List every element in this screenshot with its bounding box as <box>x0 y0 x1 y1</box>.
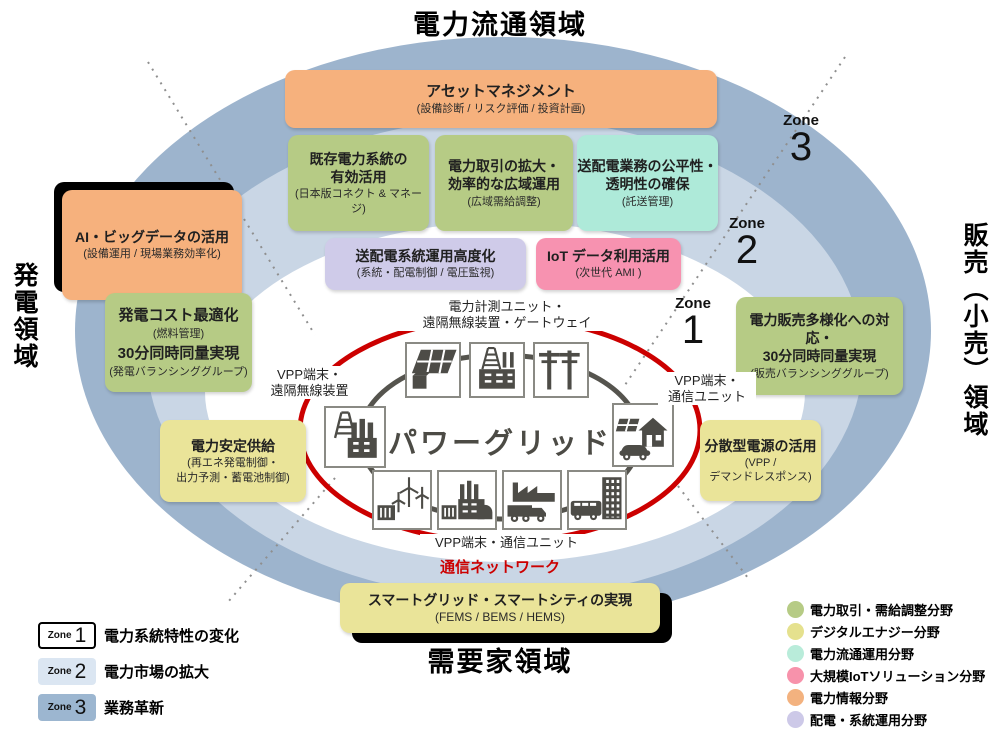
utility-poles-icon <box>533 342 589 398</box>
title-power-distribution-domain: 電力流通領域 <box>413 10 587 40</box>
category-dot-teal <box>787 644 804 662</box>
title-generation-domain: 発電領域 <box>10 262 38 370</box>
label-communication-network: 通信ネットワーク <box>439 559 560 576</box>
label-measurement-gateway: 電力計測ユニット・ 遠隔無線装置・ゲートウェイ <box>398 298 616 332</box>
box-stable-power-supply: 電力安定供給 (再エネ発電制御・ 出力予測・蓄電池制御) <box>160 420 306 502</box>
title-consumer-domain: 需要家領域 <box>427 647 573 677</box>
label-vpp-terminal-bottom: VPP端末・通信ユニット <box>420 534 593 552</box>
label-vpp-terminal-left: VPP端末・ 遠隔無線装置 <box>258 366 361 400</box>
category-legend-row: デジタルエナジー分野 <box>787 622 940 640</box>
zone-legend-row-3: Zone 3 業務革新 <box>38 694 164 721</box>
box-generation-cost-optimization: 発電コスト最適化 (燃料管理) 30分同時同量実現 (発電バランシンググループ) <box>105 293 252 392</box>
title-retail-domain: 販売（小売）領域 <box>960 222 988 438</box>
category-dot-yellow <box>787 622 804 640</box>
box-transmission-fairness: 送配電業務の公平性・ 透明性の確保 (託送管理) <box>577 135 718 231</box>
category-legend-row: 配電・系統運用分野 <box>787 710 927 728</box>
box-asset-management: アセットマネジメント (設備診断 / リスク評価 / 投資計画) <box>285 70 717 128</box>
map-zone-3-label: Zone 3 <box>783 112 819 169</box>
box-sales-diversification: 電力販売多様化への対応・ 30分同時同量実現 (販売バランシンググループ) <box>736 297 903 395</box>
power-station-icon <box>469 342 525 398</box>
factory-truck-icon <box>502 470 562 530</box>
box-trading-expansion: 電力取引の拡大・ 効率的な広域運用 (広域需給調整) <box>435 135 573 231</box>
house-solar-ev-icon <box>612 403 674 467</box>
building-bus-icon <box>567 470 627 530</box>
category-legend-row: 電力取引・需給調整分野 <box>787 600 953 618</box>
transmission-tower-plant-icon <box>324 406 386 468</box>
category-dot-lavender <box>787 710 804 728</box>
map-zone-2-label: Zone 2 <box>729 215 765 272</box>
zone-2-badge: Zone 2 <box>38 658 96 685</box>
power-plant-dome-icon <box>437 470 497 530</box>
box-iot-data-utilization: IoT データ利用活用 (次世代 AMI ) <box>536 238 681 290</box>
box-smart-grid-city: スマートグリッド・スマートシティの実現 (FEMS / BEMS / HEMS) <box>340 583 660 633</box>
category-legend-row: 大規模IoTソリューション分野 <box>787 666 985 684</box>
category-dot-pink <box>787 666 804 684</box>
box-distributed-energy: 分散型電源の活用 (VPP / デマンドレスポンス) <box>700 420 821 501</box>
zone-3-badge: Zone 3 <box>38 694 96 721</box>
label-vpp-terminal-right: VPP端末・ 通信ユニット <box>658 372 756 406</box>
zone-legend-row-1: Zone 1 電力系統特性の変化 <box>38 622 239 649</box>
category-legend-row: 電力情報分野 <box>787 688 888 706</box>
category-legend-row: 電力流通運用分野 <box>787 644 914 662</box>
box-grid-operation-advancement: 送配電系統運用高度化 (系統・配電制御 / 電圧監視) <box>325 238 526 290</box>
solar-panel-icon <box>405 342 461 398</box>
box-ai-bigdata: AI・ビッグデータの活用 (設備運用 / 現場業務効率化) <box>62 190 242 300</box>
wind-turbines-battery-icon <box>372 470 432 530</box>
zone-legend-row-2: Zone 2 電力市場の拡大 <box>38 658 209 685</box>
map-zone-1-label: Zone 1 <box>675 295 711 352</box>
zone-1-badge: Zone 1 <box>38 622 96 649</box>
power-grid-label: パワーグリッド <box>387 428 612 460</box>
box-existing-grid-utilization: 既存電力系統の 有効活用 (日本版コネクト & マネージ) <box>288 135 429 231</box>
category-dot-green <box>787 600 804 618</box>
category-dot-orange <box>787 688 804 706</box>
